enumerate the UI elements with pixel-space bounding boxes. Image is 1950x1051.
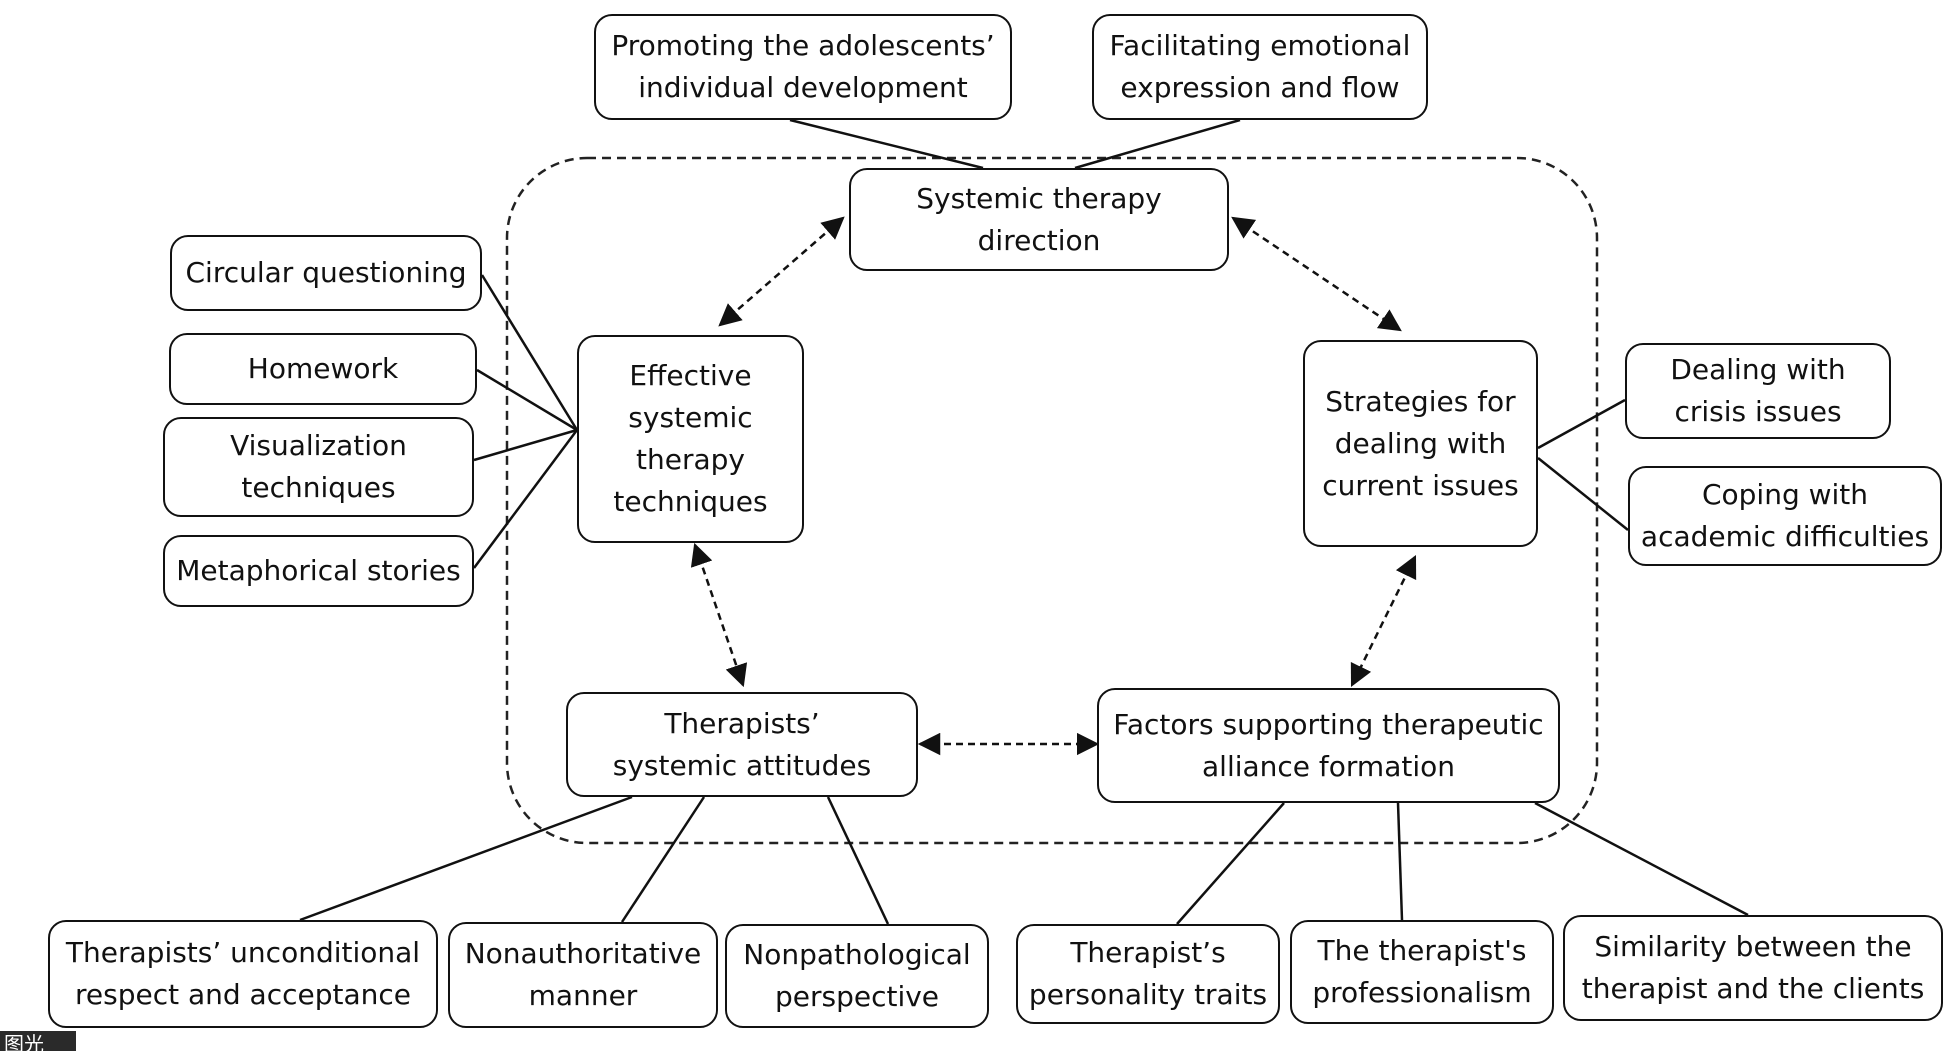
dashed-core-boundary [505, 156, 1599, 845]
node-metaphorical-stories: Metaphorical stories [163, 535, 474, 607]
node-personality-traits: Therapist’s personality traits [1016, 924, 1280, 1024]
node-similarity-label: Similarity between the therapist and the… [1581, 930, 1925, 1005]
line-attitudes-nonauthoritative [620, 796, 706, 923]
line-direction-facilitating [1074, 118, 1241, 170]
node-nonpathological-perspective: Nonpathological perspective [725, 924, 989, 1028]
node-facilitating-expression: Facilitating emotional expression and fl… [1092, 14, 1428, 120]
line-alliance-personality [1176, 802, 1285, 925]
node-effective-techniques-label: Effective systemic therapy techniques [613, 359, 768, 518]
node-unconditional-respect-label: Therapists’ unconditional respect and ac… [65, 936, 421, 1011]
node-personality-traits-label: Therapist’s personality traits [1028, 936, 1268, 1011]
node-crisis-issues: Dealing with crisis issues [1625, 343, 1891, 439]
node-homework-label: Homework [247, 352, 399, 385]
node-facilitating-expression-label: Facilitating emotional expression and fl… [1109, 29, 1411, 104]
arrow-techniques-attitudes [690, 542, 748, 688]
node-effective-techniques: Effective systemic therapy techniques [577, 335, 804, 543]
arrow-direction-techniques [718, 216, 845, 327]
node-homework: Homework [169, 333, 477, 405]
arrow-direction-strategies [1231, 216, 1402, 332]
node-metaphorical-stories-label: Metaphorical stories [176, 554, 461, 587]
node-academic-difficulties: Coping with academic difficulties [1628, 466, 1942, 566]
arrow-strategies-alliance [1350, 554, 1417, 688]
node-circular-questioning: Circular questioning [170, 235, 482, 311]
line-techniques-homework [476, 368, 578, 432]
node-therapists-attitudes-label: Therapists’ systemic attitudes [612, 706, 872, 782]
node-alliance-factors-label: Factors supporting therapeutic alliance … [1113, 707, 1544, 783]
line-alliance-professionalism [1396, 802, 1404, 921]
node-crisis-issues-label: Dealing with crisis issues [1670, 353, 1846, 428]
corner-label: 图光 [0, 1031, 76, 1051]
line-techniques-visualization [473, 428, 578, 462]
node-circular-questioning-label: Circular questioning [185, 256, 467, 289]
line-attitudes-respect [299, 795, 633, 922]
line-strategies-academic [1537, 457, 1629, 531]
node-academic-difficulties-label: Coping with academic difficulties [1640, 478, 1930, 553]
node-visualization-techniques: Visualization techniques [163, 417, 474, 517]
node-alliance-factors: Factors supporting therapeutic alliance … [1097, 688, 1560, 803]
node-strategies-current-issues: Strategies for dealing with current issu… [1303, 340, 1538, 547]
line-direction-promoting [789, 118, 984, 170]
line-alliance-similarity [1534, 801, 1749, 917]
node-systemic-therapy-direction: Systemic therapy direction [849, 168, 1229, 271]
node-therapists-attitudes: Therapists’ systemic attitudes [566, 692, 918, 797]
node-systemic-therapy-direction-label: Systemic therapy direction [916, 181, 1162, 257]
line-techniques-metaphorical [472, 429, 579, 569]
node-professionalism-label: The therapist's professionalism [1312, 934, 1532, 1009]
node-professionalism: The therapist's professionalism [1290, 920, 1554, 1024]
node-nonpathological-perspective-label: Nonpathological perspective [743, 938, 971, 1013]
line-strategies-crisis [1537, 398, 1626, 450]
node-similarity: Similarity between the therapist and the… [1563, 915, 1943, 1021]
node-nonauthoritative-manner-label: Nonauthoritative manner [464, 937, 702, 1012]
node-unconditional-respect: Therapists’ unconditional respect and ac… [48, 920, 438, 1028]
node-promoting-development: Promoting the adolescents’ individual de… [594, 14, 1012, 120]
line-techniques-circular [480, 274, 579, 431]
node-strategies-current-issues-label: Strategies for dealing with current issu… [1322, 384, 1519, 502]
node-visualization-techniques-label: Visualization techniques [230, 429, 407, 504]
node-promoting-development-label: Promoting the adolescents’ individual de… [611, 29, 995, 104]
line-attitudes-nonpathological [826, 796, 890, 925]
node-nonauthoritative-manner: Nonauthoritative manner [448, 922, 718, 1028]
